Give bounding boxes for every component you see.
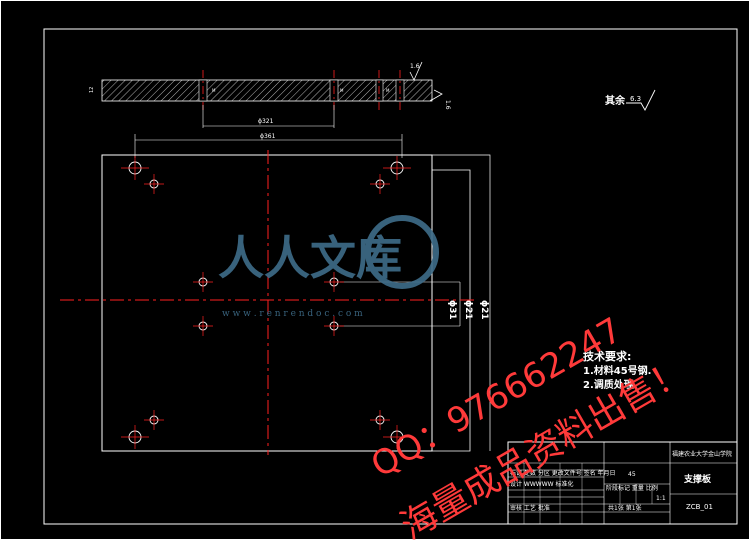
material: 45 [628, 471, 636, 478]
inner-frame [43, 28, 738, 525]
svg-text:6.3: 6.3 [630, 95, 641, 103]
top-roughness: 1.6 [410, 63, 420, 70]
svg-text:M: M [340, 88, 344, 93]
svg-text:ϕ21: ϕ21 [479, 300, 489, 320]
svg-text:ϕ31: ϕ31 [447, 300, 457, 320]
watermark-url: w w w . r e n r e n d o c . c o m [222, 309, 363, 319]
svg-text:2.调质处理.: 2.调质处理. [583, 378, 638, 391]
svg-text:ϕ21: ϕ21 [463, 300, 473, 320]
school-name: 福建农业大学金山学院 [672, 450, 732, 458]
dim-outer: ϕ361 [260, 133, 276, 140]
svg-text:设计 WWWWW 标准化: 设计 WWWWW 标准化 [510, 480, 573, 488]
side-roughness: 1.6 [444, 100, 451, 110]
tech-requirements: 技术要求: 1.材料45号钢. 2.调质处理. [583, 349, 651, 391]
part-name: 支撑板 [683, 473, 712, 485]
watermark: 人人文库 w w w . r e n r e n d o c . c o m [218, 215, 439, 319]
watermark-brand: 人人文库 [218, 231, 402, 285]
dim-inner: ϕ321 [258, 118, 274, 125]
svg-text:共1张 第1张: 共1张 第1张 [608, 504, 642, 512]
svg-text:阶段标记 重量 比例: 阶段标记 重量 比例 [606, 484, 658, 492]
svg-text:1.材料45号钢.: 1.材料45号钢. [583, 364, 651, 377]
title-block: 福建农业大学金山学院 支撑板 ZCB_01 标记 处数 分区 更改文件号 签名 … [507, 441, 738, 525]
hole-group [121, 156, 411, 449]
svg-text:其余: 其余 [605, 94, 626, 107]
side-view: 12 M M M 1.6 1.6 ϕ321 ϕ361 [89, 61, 451, 158]
svg-text:M: M [212, 88, 216, 93]
scale: 1:1 [656, 495, 666, 502]
drawing-number: ZCB_01 [686, 503, 713, 511]
svg-text:标记 处数 分区 更改文件号 签名 年月日: 标记 处数 分区 更改文件号 签名 年月日 [510, 469, 616, 477]
svg-text:技术要求:: 技术要求: [583, 349, 631, 363]
front-view: ϕ31 ϕ21 ϕ21 [60, 150, 491, 455]
svg-text:12: 12 [89, 87, 95, 93]
svg-text:审核 工艺 批准: 审核 工艺 批准 [510, 504, 550, 512]
roughness-note: 其余 6.3 [605, 89, 656, 111]
svg-text:M: M [386, 88, 390, 93]
